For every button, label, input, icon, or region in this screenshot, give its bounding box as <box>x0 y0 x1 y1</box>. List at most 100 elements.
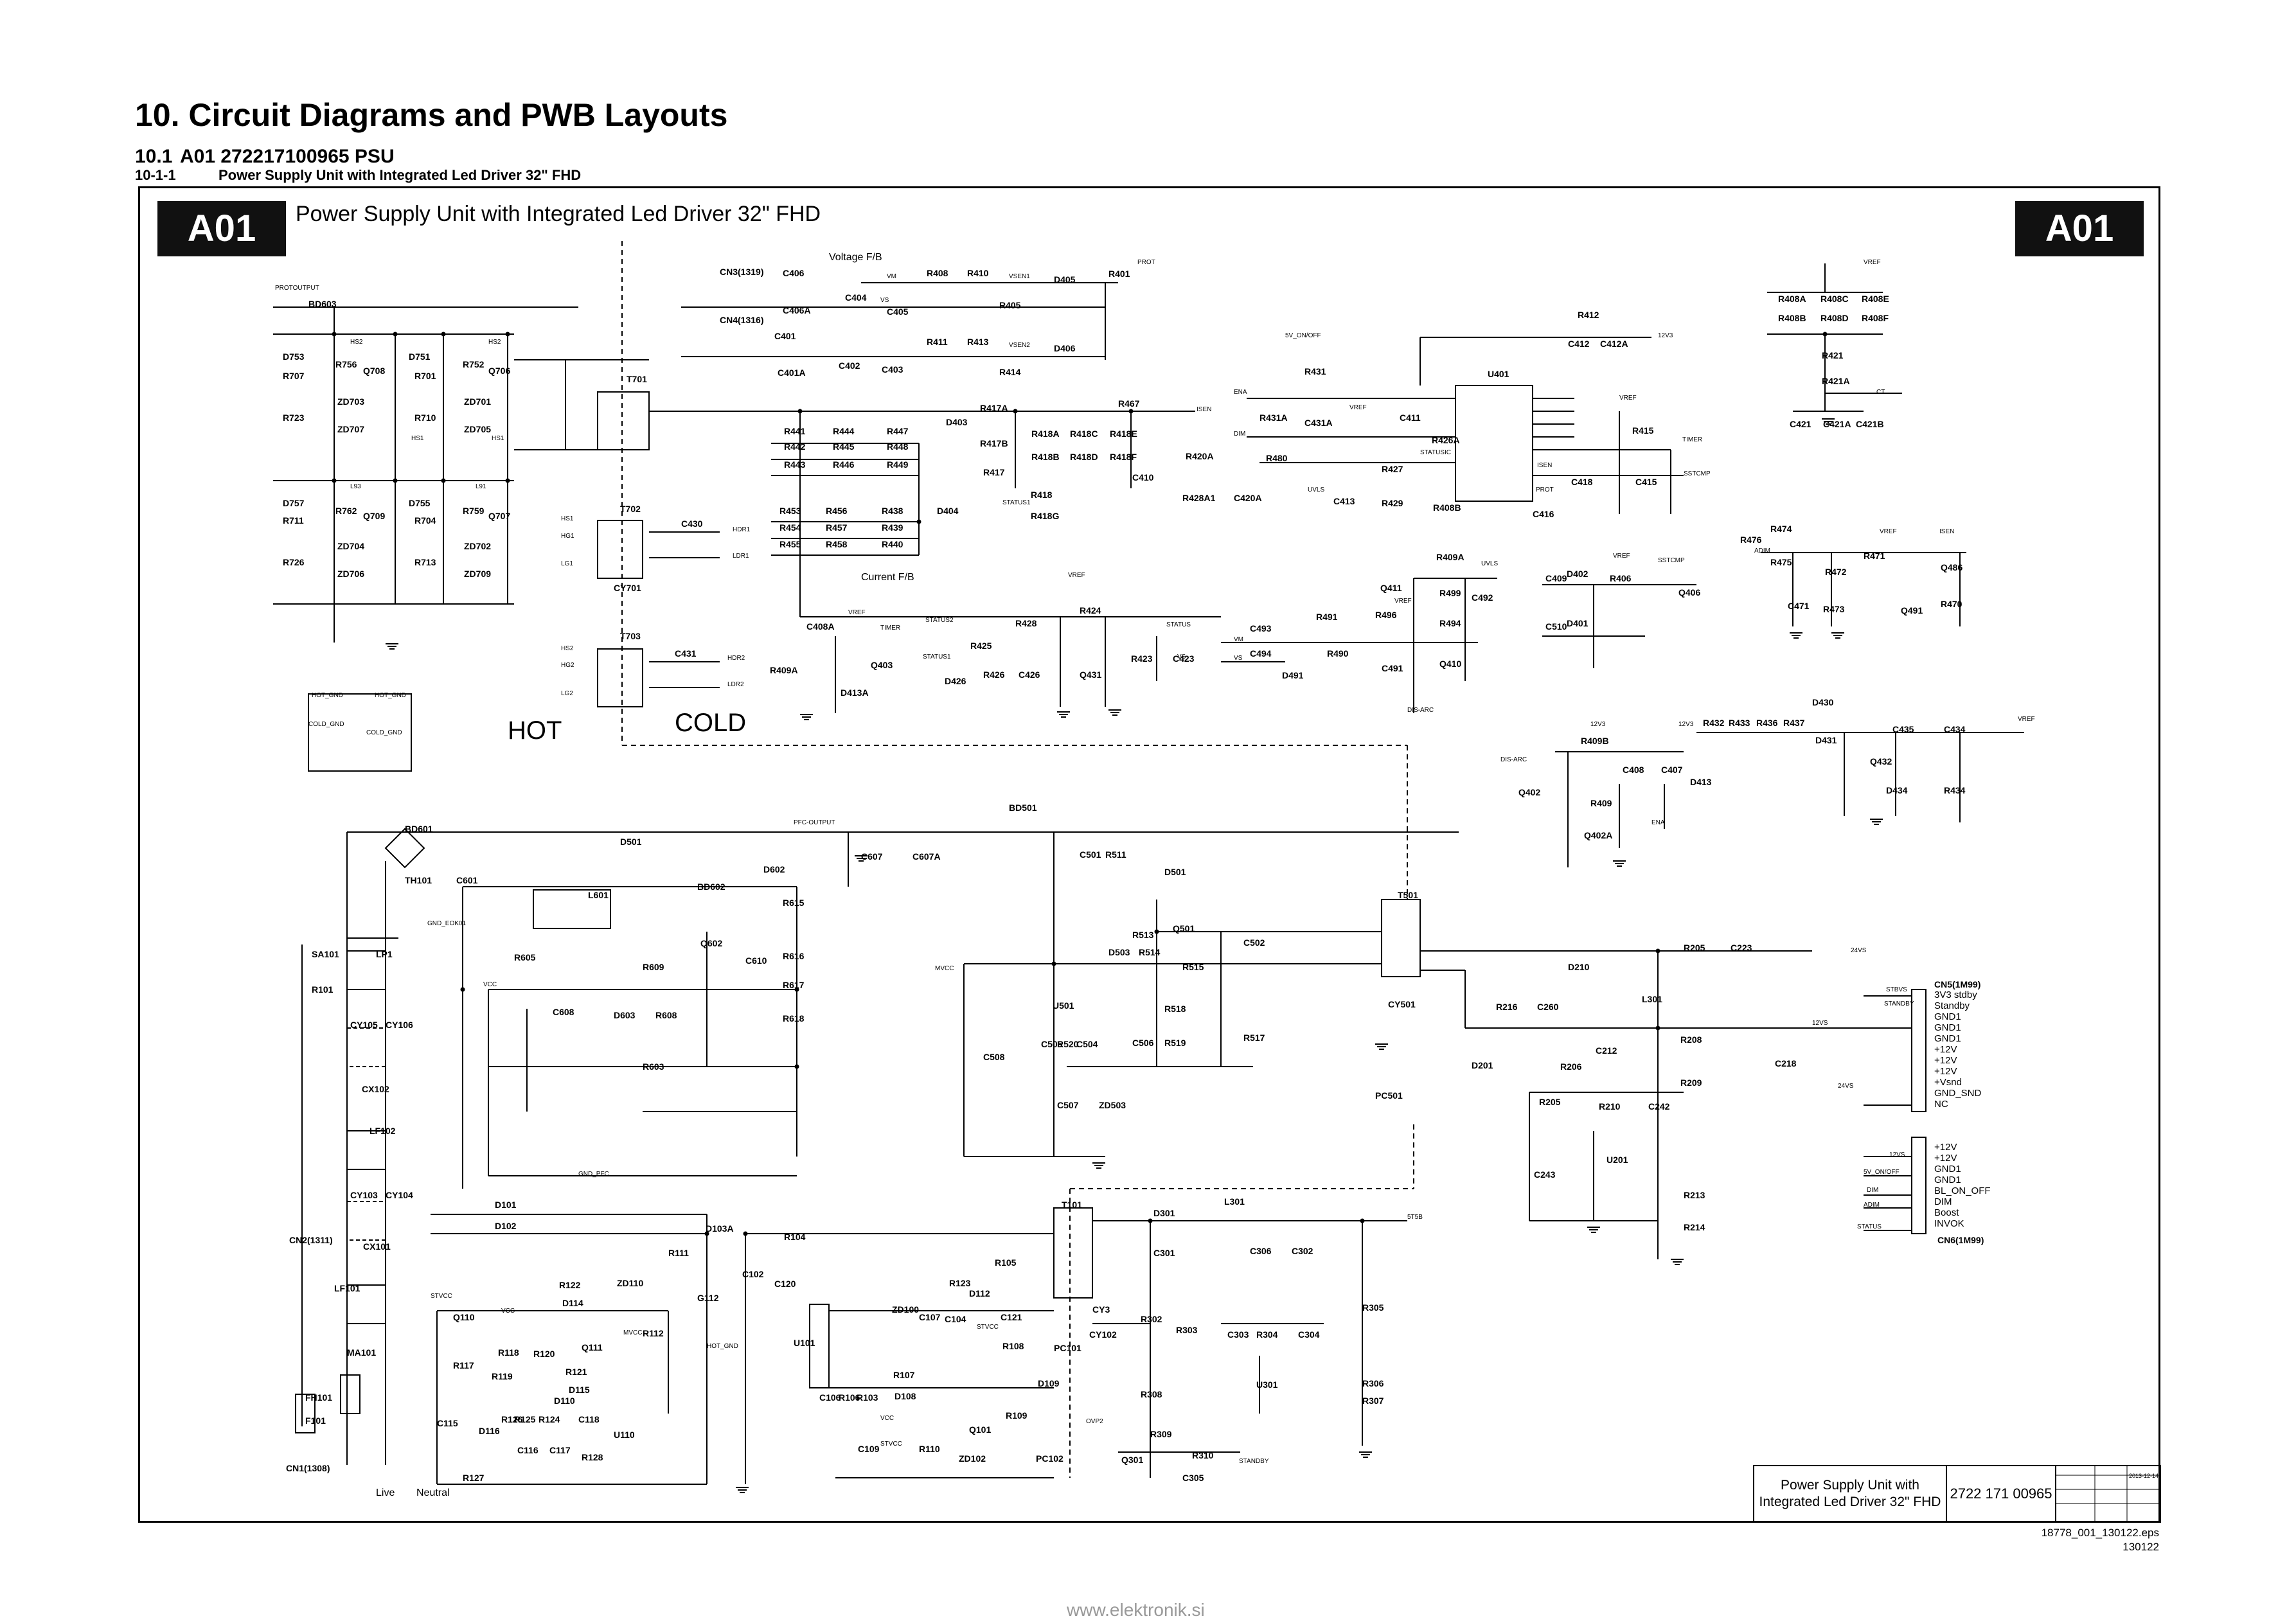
component-ref: R101 <box>312 984 334 995</box>
component-ref: D603 <box>614 1010 636 1020</box>
component-ref: C121 <box>1001 1312 1022 1322</box>
component-ref: R408C <box>1820 294 1849 304</box>
component-ref: BD501 <box>1009 803 1037 813</box>
net-label: 12VS <box>1812 1020 1828 1027</box>
component-ref: D753 <box>283 351 305 362</box>
component-ref: C501 <box>1080 849 1101 860</box>
component-ref: R437 <box>1783 718 1805 728</box>
component-ref: C212 <box>1596 1045 1617 1056</box>
component-ref: R418G <box>1031 511 1059 521</box>
component-ref: R427 <box>1382 464 1403 474</box>
component-ref: C218 <box>1775 1058 1797 1069</box>
net-label: VM <box>887 273 896 280</box>
component-ref: Q110 <box>453 1312 475 1322</box>
component-ref: R408D <box>1820 313 1849 323</box>
component-ref: R605 <box>514 952 536 962</box>
component-ref: R499 <box>1439 588 1461 598</box>
component-ref: CY3 <box>1092 1304 1110 1315</box>
component-ref: PC501 <box>1375 1090 1403 1101</box>
component-ref: CN2(1311) <box>289 1235 333 1245</box>
component-ref: D751 <box>409 351 431 362</box>
component-ref: R480 <box>1266 453 1288 463</box>
component-ref: ZD705 <box>464 424 491 434</box>
net-label: VREF <box>1880 528 1897 535</box>
net-label: HG1 <box>561 533 574 540</box>
component-ref: R431 <box>1304 366 1326 377</box>
component-ref: R216 <box>1496 1002 1518 1012</box>
component-ref: C402 <box>839 360 860 371</box>
junction-dot <box>916 519 921 524</box>
junction-dot <box>441 332 446 337</box>
component-ref: R104 <box>784 1232 806 1242</box>
component-ref: R408 <box>927 268 948 278</box>
component-ref: CN5(1M99) <box>1934 979 1980 989</box>
component-ref: Q411 <box>1380 583 1402 593</box>
sheet-badge-right: A01 <box>2015 201 2144 256</box>
component-ref: R304 <box>1256 1329 1278 1340</box>
component-ref: C430 <box>681 519 703 529</box>
component-ref: R445 <box>833 441 855 452</box>
component-ref: C421 <box>1790 419 1811 429</box>
net-label: STATUSIC <box>1420 449 1451 456</box>
component-ref: ZD503 <box>1099 1100 1126 1110</box>
connector-pin-label: INVOK <box>1934 1218 1964 1229</box>
connector-pin-label: GND_SND <box>1934 1088 1982 1099</box>
component-ref: D491 <box>1282 670 1304 680</box>
net-label: STVCC <box>977 1324 999 1331</box>
component-ref: R417B <box>980 438 1008 448</box>
connector-pin-label: +12V <box>1934 1055 1957 1066</box>
component-ref: CN4(1316) <box>720 315 763 325</box>
component-ref: BD602 <box>697 882 725 892</box>
subsubsection-number: 10-1-1 <box>135 167 176 183</box>
component-ref: R105 <box>995 1257 1017 1268</box>
junction-dot <box>393 332 398 337</box>
component-ref: R439 <box>882 522 903 533</box>
connector-pin-labels: 3V3 stdbyStandbyGND1GND1GND1+12V+12V+12V… <box>1934 989 1991 1229</box>
component-ref: C406 <box>783 268 805 278</box>
title-block-date: 2013-12-14 <box>2128 1473 2158 1479</box>
net-label: STVCC <box>431 1293 452 1300</box>
component-ref: R424 <box>1080 605 1101 616</box>
connector-pin-label: +12V <box>1934 1142 1957 1153</box>
neutral-label: Neutral <box>416 1487 450 1498</box>
component-ref: ZD110 <box>617 1278 643 1288</box>
net-label: 5V_ON/OFF <box>1285 332 1321 339</box>
connector-pin-label: NC <box>1934 1099 1948 1110</box>
connector-pin-label: GND1 <box>1934 1022 1961 1033</box>
net-label: VSEN2 <box>1009 342 1030 349</box>
junction-dot <box>1148 1218 1153 1223</box>
component-ref: D115 <box>569 1385 590 1395</box>
component-ref: R412 <box>1578 310 1599 320</box>
component-ref: Q406 <box>1678 587 1700 598</box>
component-ref: R491 <box>1316 612 1338 622</box>
component-ref: T501 <box>1398 890 1418 900</box>
component-ref: R112 <box>643 1328 664 1338</box>
component-ref: R442 <box>784 441 806 452</box>
junction-dot <box>505 332 510 337</box>
component-ref: R473 <box>1823 604 1845 614</box>
component-ref: Q602 <box>700 938 722 948</box>
component-ref: ZD100 <box>892 1304 919 1315</box>
component-ref: R421 <box>1822 350 1844 360</box>
component-ref: R704 <box>414 515 436 526</box>
component-ref: R408E <box>1862 294 1889 304</box>
component-ref: SA101 <box>312 949 339 959</box>
net-label: 12V3 <box>1658 332 1673 339</box>
sheet-title: Power Supply Unit with Integrated Led Dr… <box>296 202 821 226</box>
component-ref: R417 <box>983 467 1005 477</box>
component-ref: R431A <box>1259 412 1288 423</box>
component-ref: R438 <box>882 506 903 516</box>
component-ref: R707 <box>283 371 305 381</box>
component-ref: R125 <box>514 1414 536 1424</box>
component-ref: C413 <box>1333 496 1355 506</box>
component-ref: C102 <box>742 1269 764 1279</box>
component-ref: U501 <box>1053 1000 1074 1011</box>
component-ref: D112 <box>969 1288 990 1299</box>
component-ref: C401A <box>778 368 806 378</box>
net-label: 5V_ON/OFF <box>1864 1169 1900 1176</box>
component-ref: C607 <box>861 851 883 862</box>
component-ref: R456 <box>826 506 848 516</box>
component-ref: R454 <box>779 522 801 533</box>
component-ref: R120 <box>533 1349 555 1359</box>
